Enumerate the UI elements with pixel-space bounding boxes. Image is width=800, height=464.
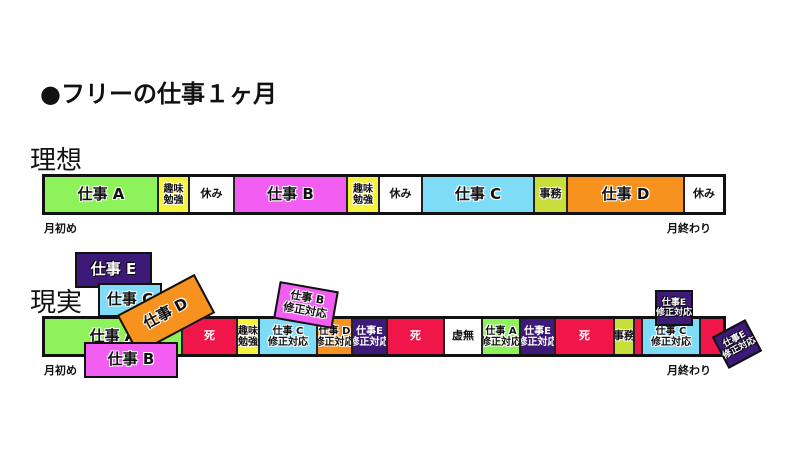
segment-label: 勉強 [238, 336, 258, 348]
ideal-heading: 理想 [30, 146, 83, 176]
segment-label: 仕事 D [318, 325, 351, 337]
segment-label: 趣味 [238, 325, 258, 337]
segment-label: 修正対応 [318, 336, 353, 348]
ideal-start-label: 月初め [44, 222, 77, 235]
segment-label: 修正対応 [521, 336, 556, 348]
ideal-segment: 休み [685, 177, 723, 212]
segment-label: 休み [200, 187, 223, 201]
segment-label: 死 [410, 329, 421, 343]
segment-label: 休み [389, 187, 412, 201]
segment-label: 仕事 A [485, 325, 517, 337]
segment-label: 仕事 D [601, 185, 650, 204]
card-label: 修正対応 [656, 308, 693, 318]
ideal-end-label: 月終わり [667, 222, 711, 235]
reality-end-label: 月終わり [667, 364, 711, 377]
segment-label: 死 [204, 329, 215, 343]
ideal-segment: 趣味勉強 [348, 177, 380, 212]
reality-segment: 事務 [615, 319, 635, 354]
segment-label: 趣味 [353, 183, 373, 195]
card-label: 仕事 E [90, 260, 137, 279]
reality-heading: 現実 [30, 288, 83, 318]
segment-label: 趣味 [163, 183, 184, 195]
segment-label: 仕事E [524, 325, 551, 337]
segment-label: 勉強 [163, 194, 184, 206]
segment-label: 修正対応 [353, 336, 388, 348]
segment-label: 仕事 A [77, 185, 125, 204]
segment-label: 修正対応 [483, 336, 521, 348]
segment-label: 修正対応 [651, 336, 691, 348]
ideal-segment: 事務 [535, 177, 568, 212]
ideal-segment: 休み [380, 177, 423, 212]
segment-label: 仕事 C [454, 185, 502, 204]
segment-label: 休み [693, 187, 715, 201]
reality-start-label: 月初め [44, 364, 77, 377]
segment-label: 仕事 A [89, 327, 137, 346]
segment-label: 事務 [539, 187, 562, 201]
segment-label: 仕事 B [267, 185, 314, 204]
segment-label: 死 [579, 329, 590, 343]
ideal-segment: 仕事 A [45, 177, 159, 212]
ideal-segment: 仕事 C [423, 177, 535, 212]
segment-label: 事務 [615, 329, 635, 343]
card-label: 仕事 B [107, 350, 155, 369]
reality-segment: 趣味勉強 [238, 319, 260, 354]
segment-label: 仕事E [356, 325, 383, 337]
reality-segment: 死 [388, 319, 445, 354]
segment-label: 虚無 [452, 329, 474, 343]
ideal-segment: 仕事 B [235, 177, 348, 212]
segment-label: 仕事 C [272, 325, 304, 337]
page-title: ●フリーの仕事１ヶ月 [40, 80, 277, 108]
ideal-segment: 趣味勉強 [159, 177, 190, 212]
reality-segment: 虚無 [445, 319, 483, 354]
segment-label: 仕事 C [655, 325, 687, 337]
segment-label: 修正対応 [268, 336, 308, 348]
ideal-segment: 休み [190, 177, 235, 212]
reality-segment [635, 319, 643, 354]
card-label: 仕事 D [140, 294, 191, 333]
segment-label: 勉強 [353, 194, 373, 206]
reality-segment: 死 [556, 319, 615, 354]
card-label: 仕事E [661, 297, 687, 308]
ideal-segment: 仕事 D [568, 177, 685, 212]
floating-task-card: 仕事 B [84, 342, 178, 378]
